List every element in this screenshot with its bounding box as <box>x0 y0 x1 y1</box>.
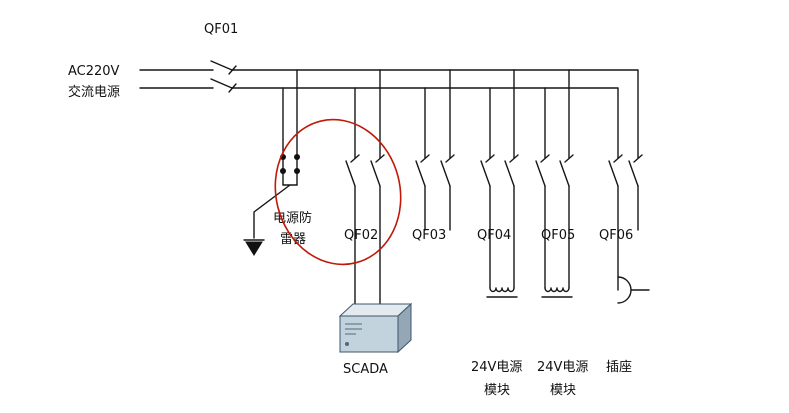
module1-label-line1: 24V电源 <box>471 360 522 375</box>
bus-top-wire-right <box>231 69 639 159</box>
source-voltage-label: AC220V <box>68 64 120 79</box>
qf05-label: QF05 <box>541 228 575 243</box>
breaker-qf04-left <box>480 154 495 187</box>
breaker-qf02-left <box>345 154 360 187</box>
breaker-qf05-right <box>559 154 574 187</box>
qf04-label: QF04 <box>477 228 511 243</box>
ground-icon <box>245 241 263 256</box>
breaker-qf03-left <box>415 154 430 187</box>
branch-qf06: QF06 插座 <box>599 154 650 375</box>
source-type-label: 交流电源 <box>68 84 120 100</box>
breaker-qf03-right <box>440 154 455 187</box>
scada-indicator-dot <box>345 342 349 346</box>
breaker-qf05-left <box>535 154 550 187</box>
branch-qf05: QF05 24V电源 模块 <box>535 69 588 398</box>
power-module-coil-2 <box>544 287 570 293</box>
scada-label: SCADA <box>343 362 388 377</box>
qf02-label: QF02 <box>344 228 378 243</box>
branch-qf04: QF04 24V电源 模块 <box>471 69 522 398</box>
breaker-qf06-right <box>628 154 643 187</box>
scada-vent-lines <box>345 323 362 335</box>
bus-bottom-wire-right <box>231 87 619 159</box>
junction-dot <box>294 168 300 174</box>
surge-protector-branch: 电源防 雷器 <box>243 69 312 256</box>
module2-label-line1: 24V电源 <box>537 360 588 375</box>
main-breaker-label: QF01 <box>204 22 238 37</box>
branch-qf03: QF03 <box>412 69 455 243</box>
module1-label-line2: 模块 <box>484 383 510 398</box>
qf06-label: QF06 <box>599 228 633 243</box>
surge-ground-wire <box>253 184 298 239</box>
breaker-qf02-right <box>370 154 385 187</box>
power-source: AC220V 交流电源 <box>68 64 120 100</box>
module2-label-line2: 模块 <box>550 383 576 398</box>
breaker-qf01-top-contact <box>210 60 237 75</box>
branch-qf02: QF02 SCADA <box>338 69 413 377</box>
breaker-qf04-right <box>504 154 519 187</box>
main-bus: QF01 <box>139 22 639 159</box>
power-module-coil-1 <box>489 287 515 293</box>
breaker-qf06-left <box>608 154 623 187</box>
qf03-label: QF03 <box>412 228 446 243</box>
junction-dot <box>280 168 286 174</box>
socket-icon <box>617 276 632 304</box>
highlight-ellipse <box>274 118 402 266</box>
socket-label: 插座 <box>606 360 632 375</box>
breaker-qf01-bottom-contact <box>210 78 237 93</box>
scada-device <box>338 302 413 354</box>
junction-dot <box>294 154 300 160</box>
